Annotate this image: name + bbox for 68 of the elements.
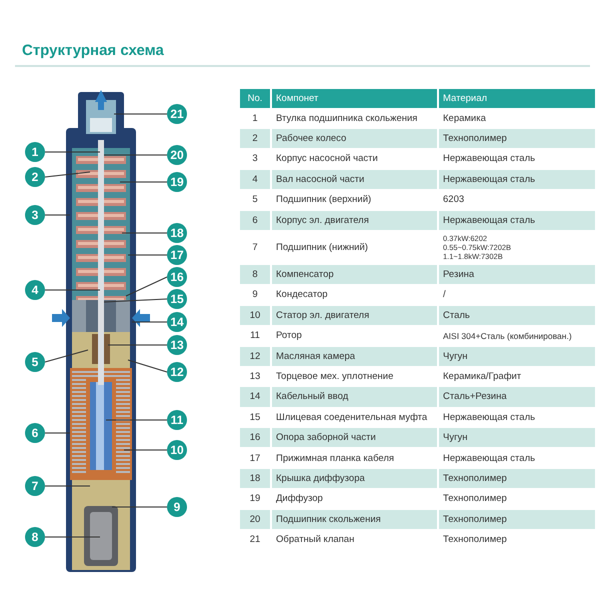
callout-number: 4 [25,280,45,300]
component-name: Опора заборной части [272,428,437,448]
callout-number: 6 [25,423,45,443]
material-name: Технополимер [439,128,595,148]
leader-line [104,154,168,156]
callout-number: 2 [25,167,45,187]
material-name: Резина [439,264,595,284]
component-name: Крышка диффузора [272,468,437,488]
leader-line [104,298,168,302]
material-name: Нержавеющая сталь [439,210,595,230]
callout-number: 10 [167,440,187,460]
callout-number: 8 [25,527,45,547]
component-name: Корпус эл. двигателя [272,210,437,230]
material-name: Технополимер [439,510,595,530]
leader-line [122,232,168,234]
leader-line [108,344,168,346]
callout-number: 19 [167,172,187,192]
callout-number: 17 [167,245,187,265]
callout-number: 12 [167,362,187,382]
material-name: Чугун [439,428,595,448]
leader-line [128,360,168,372]
component-name: Рабочее колесо [272,128,437,148]
component-name: Кабельный ввод [272,387,437,407]
column-header: No. [240,88,270,108]
callout-number: 3 [25,205,45,225]
row-number: 12 [240,346,270,366]
leader-line [128,254,168,256]
material-name: Нержавеющая сталь [439,170,595,190]
column-header: Компонет [272,88,437,108]
callout-number: 15 [167,289,187,309]
callout-number: 13 [167,335,187,355]
leader-line [44,350,88,362]
leader-line [44,536,100,538]
callout-number: 1 [25,142,45,162]
callout-number: 20 [167,145,187,165]
leader-line [112,506,168,508]
column-header: Материал [439,88,595,108]
diagram-title: Структурная схема [22,42,164,59]
row-number: 18 [240,468,270,488]
callout-number: 5 [25,352,45,372]
material-name: Технополимер [439,468,595,488]
callout-number: 11 [167,410,187,430]
component-name: Подшипник скольжения [272,510,437,530]
row-number: 20 [240,510,270,530]
callout-number: 14 [167,312,187,332]
component-name: Статор эл. двигателя [272,306,437,326]
leader-line [126,276,168,296]
leader-line [44,432,70,434]
row-number: 16 [240,428,270,448]
leader-line [44,172,90,178]
component-name: Компенсатор [272,264,437,284]
material-name: Чугун [439,346,595,366]
callout-number: 9 [167,497,187,517]
row-number: 2 [240,128,270,148]
row-number: 10 [240,306,270,326]
callout-number: 16 [167,267,187,287]
callout-number: 21 [167,104,187,124]
material-name: Сталь+Резина [439,387,595,407]
row-number: 4 [240,170,270,190]
component-name: Масляная камера [272,346,437,366]
row-number: 6 [240,210,270,230]
material-name: Сталь [439,306,595,326]
row-number: 14 [240,387,270,407]
component-name: Вал насосной части [272,170,437,190]
callout-number: 7 [25,476,45,496]
callout-number: 18 [167,223,187,243]
row-number: 8 [240,264,270,284]
leader-line [44,214,70,216]
